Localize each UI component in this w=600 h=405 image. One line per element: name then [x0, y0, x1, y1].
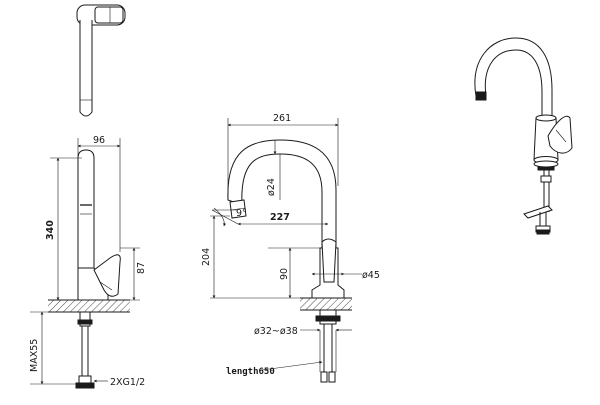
- front-spout-dia-label: ø24: [266, 178, 277, 196]
- front-body-height-label: 90: [279, 268, 290, 280]
- front-reach-label: 227: [270, 212, 290, 223]
- side-thread-label: 2XG1/2: [110, 377, 145, 388]
- side-below-label: MAX55: [29, 339, 40, 372]
- front-hole-label: ø32~ø38: [254, 326, 298, 337]
- front-width-label: 261: [273, 113, 291, 124]
- perspective-view: [474, 37, 573, 235]
- side-lever-label: 87: [136, 262, 147, 274]
- side-height-label: 340: [45, 220, 56, 240]
- front-view: 261 ø24 227 9° 204 90 ø45 ø32~ø38 length…: [201, 113, 380, 383]
- front-angle-label: 9°: [236, 208, 247, 219]
- side-width-label: 96: [93, 135, 105, 146]
- front-hose-label: length650: [226, 367, 275, 377]
- top-view: [76, 4, 126, 117]
- side-view: 96 340 87 MAX55 2XG1/2: [29, 135, 147, 389]
- front-height-label: 204: [201, 248, 212, 266]
- front-body-dia-label: ø45: [362, 270, 380, 281]
